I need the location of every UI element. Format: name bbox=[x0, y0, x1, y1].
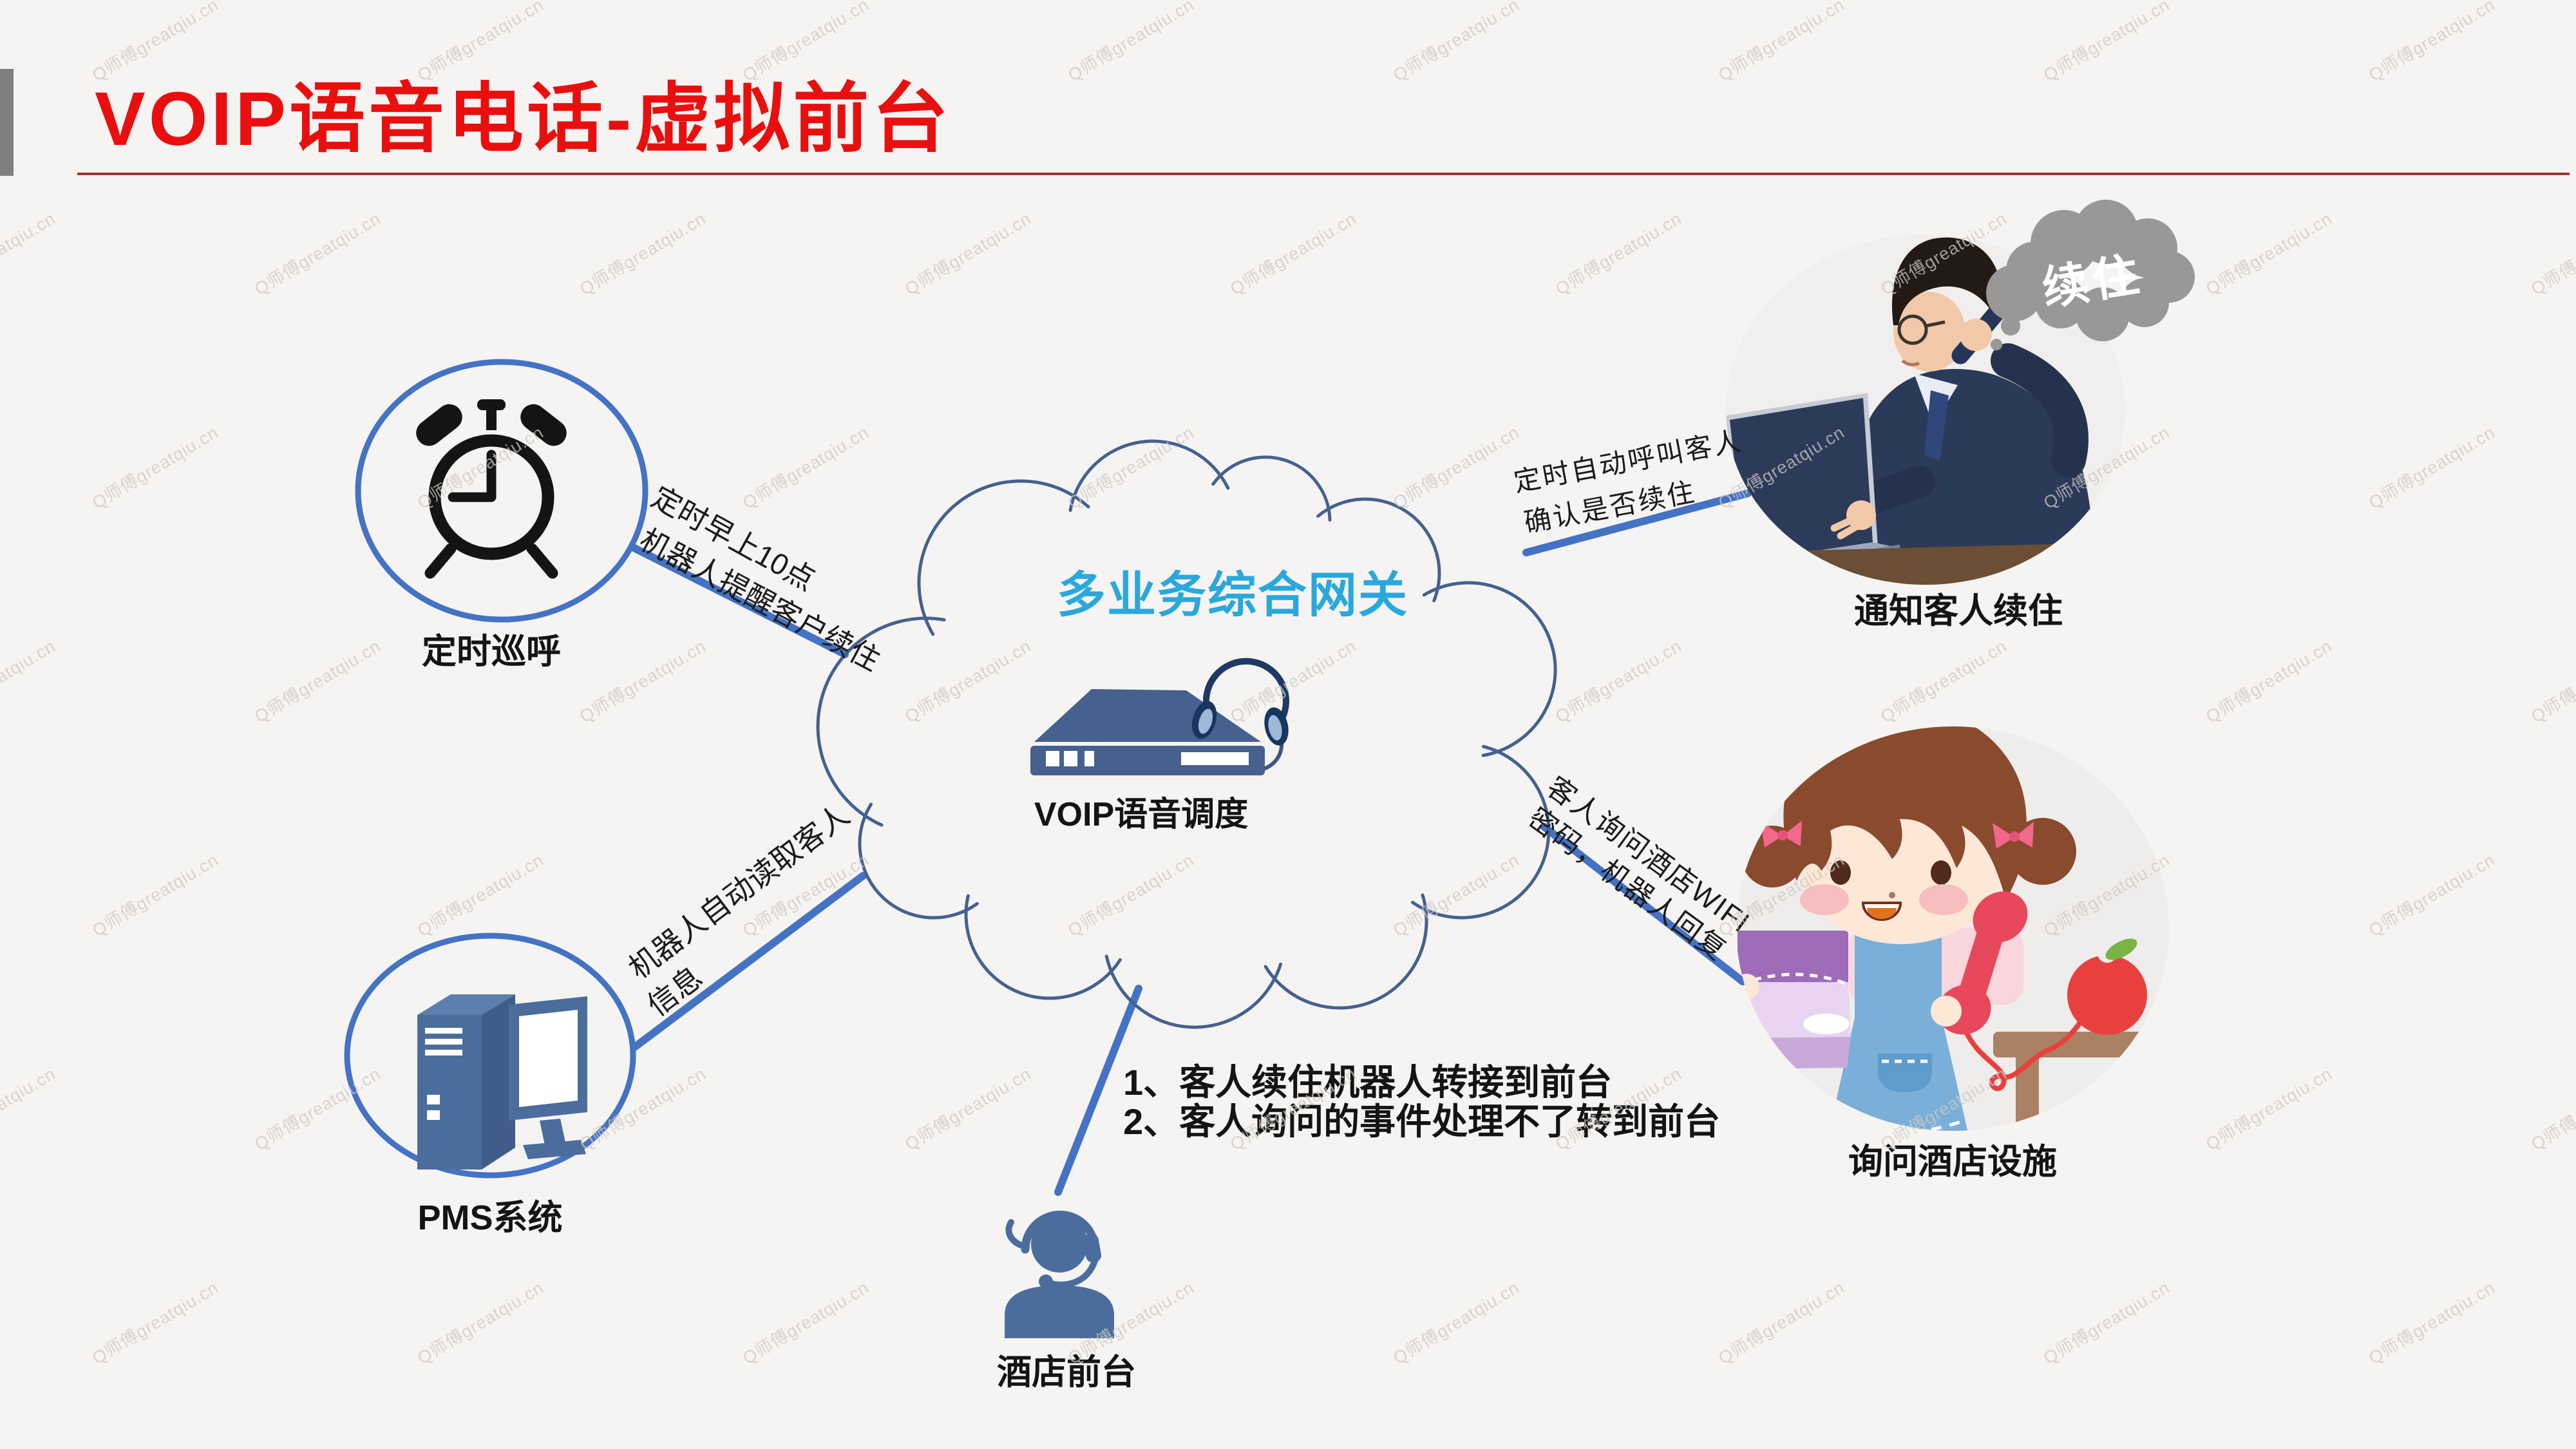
timer-node-label: 定时巡呼 bbox=[422, 632, 561, 671]
edge-cloud-to-frontdesk bbox=[1054, 985, 1142, 1196]
table bbox=[1993, 1032, 2169, 1057]
alarm-clock-icon bbox=[416, 399, 567, 579]
telephone-body bbox=[2067, 955, 2147, 1035]
eye-right bbox=[1931, 860, 1951, 885]
typing-hand bbox=[1846, 500, 1876, 530]
connector-lines bbox=[627, 489, 1752, 1196]
page-title: VOIP语音电话-虚拟前台 bbox=[95, 77, 952, 162]
cloud-bump-arc bbox=[1211, 455, 1332, 522]
suit bbox=[1844, 368, 2094, 580]
cloud-bump-arc bbox=[1316, 497, 1441, 603]
phone-hand bbox=[1960, 319, 1992, 351]
inquiry-node-label: 询问酒店设施 bbox=[1848, 1142, 2057, 1181]
tie bbox=[1924, 390, 1949, 461]
cloud-bump-arc bbox=[816, 616, 946, 827]
glasses bbox=[1897, 314, 1928, 345]
headset-agent-icon bbox=[1005, 1210, 1114, 1338]
frontdesk-transfer-notes: 1、客人续住机器人转接到前台 2、客人询问的事件处理不了转到前台 bbox=[1123, 1063, 1720, 1141]
edge-cloud-to-inquiry bbox=[1540, 823, 1747, 985]
pms-node-label: PMS系统 bbox=[417, 1198, 563, 1237]
tongue bbox=[1867, 908, 1897, 919]
cloud-bump-arc bbox=[917, 479, 1090, 636]
girl-hand bbox=[1931, 996, 1962, 1027]
cheek-right bbox=[1919, 884, 1968, 915]
desk bbox=[1726, 542, 2125, 585]
cloud-title: 多业务综合网关 bbox=[1057, 568, 1408, 623]
desktop-computer-icon bbox=[417, 994, 587, 1170]
bow-right bbox=[1993, 823, 2014, 849]
headset-earcups bbox=[1191, 701, 1289, 746]
cloud-bump-arc bbox=[1422, 581, 1557, 757]
gateway-device-label: VOIP语音调度 bbox=[1034, 796, 1249, 833]
frontdesk-node-label: 酒店前台 bbox=[997, 1353, 1136, 1392]
laptop-screen bbox=[1730, 398, 1873, 562]
cloud-bump-arc bbox=[1104, 954, 1282, 1029]
cloud-bump-arc bbox=[858, 802, 979, 920]
cloud-bump-arc bbox=[1264, 893, 1428, 1010]
edge-cloud-to-notify bbox=[1522, 489, 1752, 556]
voip-gateway-with-headset-icon bbox=[1030, 658, 1289, 775]
note-line-2: 2、客人询问的事件处理不了转到前台 bbox=[1123, 1101, 1721, 1142]
businessman-illustration bbox=[1726, 200, 2195, 585]
edge-pms-to-cloud bbox=[627, 872, 867, 1054]
edge-timer-to-cloud bbox=[630, 544, 849, 658]
phone-cord bbox=[1963, 1015, 2087, 1092]
pocket bbox=[1878, 1054, 1932, 1092]
bow-left bbox=[1761, 822, 1783, 848]
raised-arm bbox=[1991, 343, 2088, 477]
eye-left bbox=[1830, 860, 1851, 885]
cheek-left bbox=[1800, 884, 1849, 915]
title-underline bbox=[77, 173, 2570, 175]
leaf bbox=[2105, 938, 2137, 960]
cartoon-girl-illustration bbox=[1736, 726, 2169, 1131]
notify-node-label: 通知客人续住 bbox=[1854, 592, 2063, 630]
face bbox=[1893, 292, 1965, 372]
cloud-bump-arc bbox=[1410, 744, 1551, 920]
thought-bubble bbox=[1986, 200, 2195, 350]
cloud-bump-arc bbox=[1068, 439, 1230, 512]
book-cover bbox=[1738, 931, 1848, 982]
cloud-bump-arc bbox=[964, 894, 1122, 1000]
header-accent-bar bbox=[0, 69, 14, 176]
cloud-gateway-shape bbox=[816, 439, 1557, 1029]
hair bbox=[1891, 237, 2001, 325]
note-line-1: 1、客人续住机器人转接到前台 bbox=[1123, 1062, 1613, 1103]
